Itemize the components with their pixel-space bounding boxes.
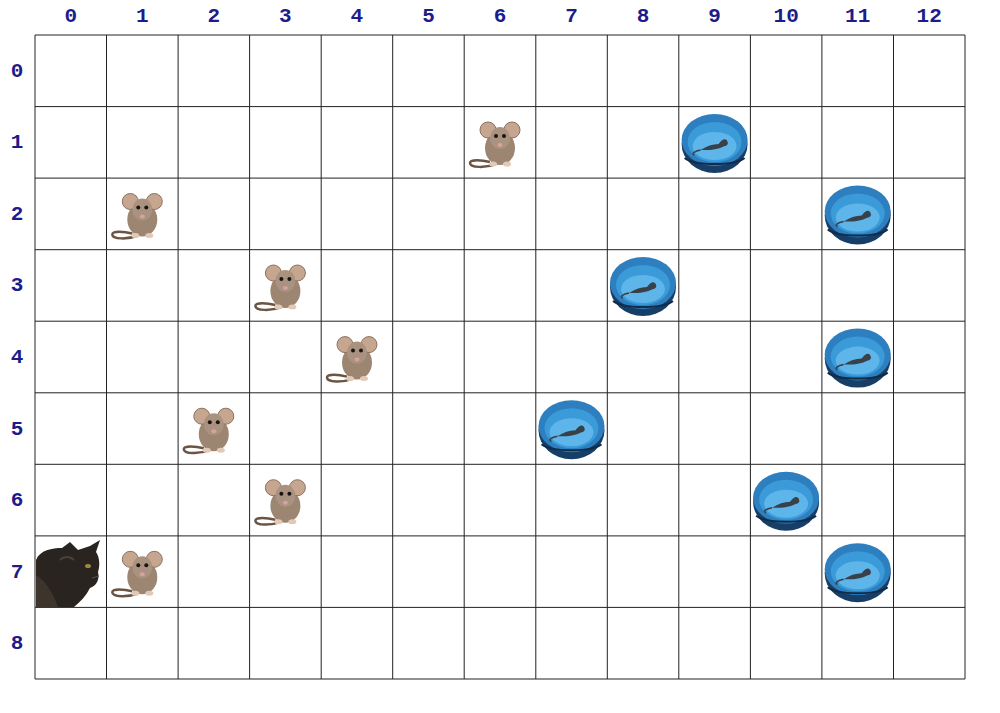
row-number: 0	[11, 60, 24, 81]
mouse-icon	[112, 551, 162, 596]
column-number: 4	[351, 6, 364, 27]
mouse-icon	[255, 480, 305, 525]
bowl-icon	[825, 543, 891, 602]
column-number: 6	[494, 6, 507, 27]
row-number: 3	[11, 275, 24, 296]
bowl-icon	[753, 472, 819, 531]
row-number: 8	[11, 633, 24, 654]
bowl-icon	[610, 257, 676, 316]
column-number: 1	[136, 6, 149, 27]
column-number: 12	[917, 6, 942, 27]
column-number: 11	[845, 6, 870, 27]
bowl-icon	[825, 186, 891, 245]
bowl-icon	[825, 329, 891, 388]
column-number: 5	[422, 6, 435, 27]
mouse-icon	[470, 122, 520, 167]
bowl-icon	[539, 400, 605, 459]
grid-lines	[35, 35, 965, 679]
cat-icon	[36, 540, 100, 607]
column-number: 7	[565, 6, 578, 27]
column-number: 0	[64, 6, 77, 27]
mouse-icon	[184, 408, 234, 453]
row-number: 7	[11, 561, 24, 582]
mouse-icon	[112, 194, 162, 239]
row-number: 1	[11, 132, 24, 153]
mouse-icon	[255, 265, 305, 310]
column-number: 8	[637, 6, 650, 27]
mouse-icon	[327, 337, 377, 382]
row-number: 2	[11, 203, 24, 224]
bowl-icon	[682, 114, 748, 173]
column-number: 9	[708, 6, 721, 27]
row-number: 4	[11, 347, 24, 368]
column-number: 10	[774, 6, 799, 27]
row-number: 5	[11, 418, 24, 439]
column-number: 3	[279, 6, 292, 27]
row-number: 6	[11, 490, 24, 511]
column-number: 2	[208, 6, 221, 27]
